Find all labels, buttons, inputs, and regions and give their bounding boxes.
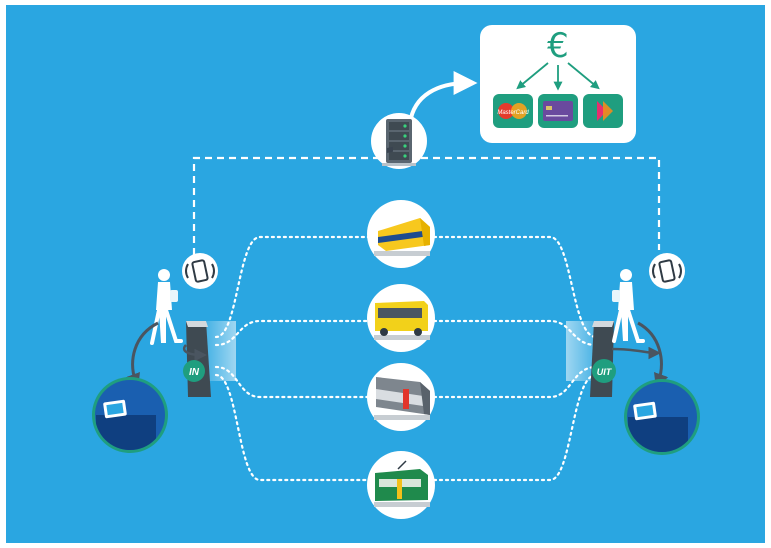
backend-connection-lines [192, 156, 661, 255]
server-to-payment-arrow [408, 71, 478, 124]
bus-icon [367, 284, 435, 352]
travel-flow-diagram: € MasterCard [92, 25, 700, 519]
phone-nfc-signal-icon-left [182, 253, 218, 289]
right-backend-line [421, 156, 661, 250]
route-line-left-tram [214, 373, 370, 482]
exit-label: UIT [597, 367, 613, 377]
route-lines [214, 235, 598, 482]
tap-out-arrow [637, 321, 669, 389]
euro-symbol: € [547, 26, 569, 66]
route-line-left-metro [214, 365, 370, 399]
route-line-right-tram [432, 373, 598, 482]
entry-gate: IN [182, 321, 236, 397]
server-rack-icon [371, 113, 427, 169]
ideal-icon [583, 94, 623, 128]
phone-nfc-signal-icon-right [649, 253, 685, 289]
exit-gate: UIT [566, 321, 661, 397]
tap-in-arrow [125, 321, 159, 389]
tap-in-closeup [92, 377, 168, 453]
payment-split-arrows [516, 62, 600, 91]
train-icon [367, 146, 435, 268]
gate-pillar [590, 321, 614, 397]
traveler-left [150, 269, 183, 345]
mastercard-label: MasterCard [497, 110, 529, 116]
diagram-canvas: € MasterCard [6, 5, 765, 543]
tram-icon [367, 451, 435, 519]
entry-label: IN [189, 367, 200, 378]
route-line-left-bus [214, 319, 370, 347]
mastercard-icon: MasterCard [493, 94, 533, 128]
exit-badge [592, 359, 616, 383]
tap-out-closeup [624, 379, 700, 455]
payment-options-card: € MasterCard [480, 25, 636, 143]
left-backend-line [192, 156, 381, 255]
route-line-right-metro [432, 365, 598, 399]
debit-card-icon [538, 94, 578, 128]
metro-icon [367, 363, 435, 431]
traveler-right [612, 269, 645, 343]
entry-badge [183, 360, 205, 382]
